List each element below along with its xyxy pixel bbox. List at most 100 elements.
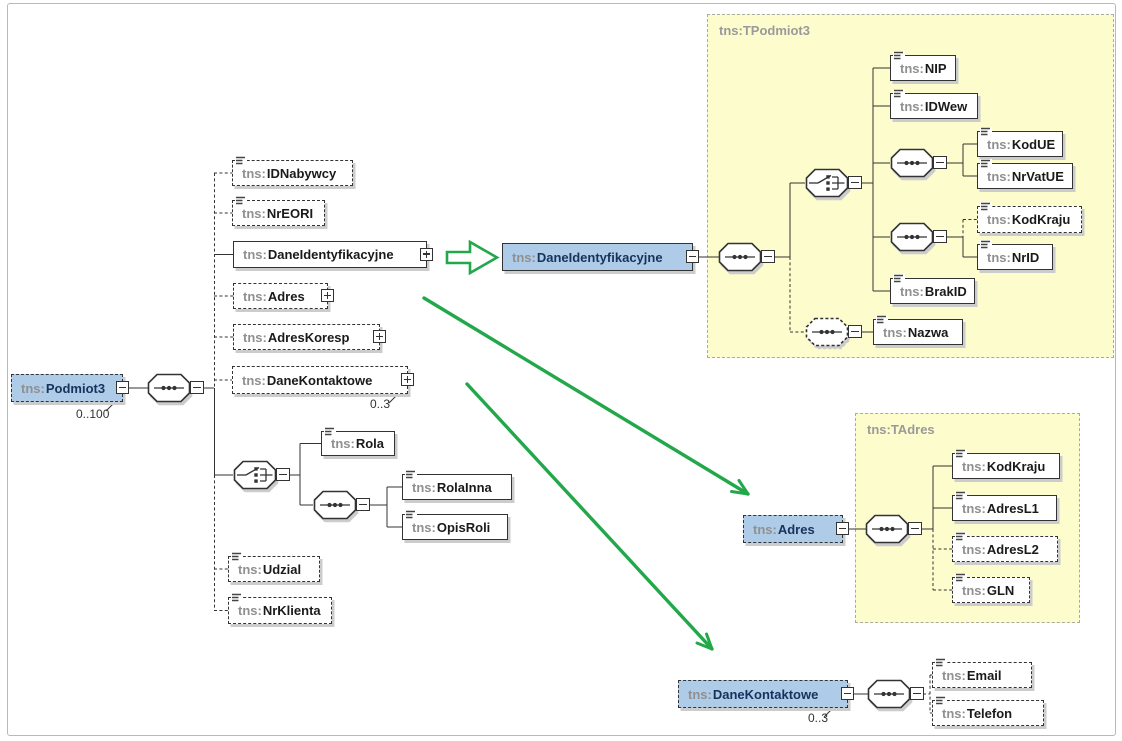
element-name: DaneIdentyfikacyjne — [267, 247, 394, 262]
expand-button[interactable] — [373, 330, 386, 343]
element-idnabywcy[interactable]: tns:IDNabywcy — [232, 160, 353, 186]
element-nrvatue[interactable]: tns:NrVatUE — [977, 163, 1073, 189]
element-prefix: tns: — [900, 60, 924, 76]
element-name: KodUE — [1011, 136, 1056, 152]
sequence-group — [867, 679, 924, 709]
element-name: Rola — [355, 436, 385, 451]
text-content-icon — [980, 127, 992, 137]
cardinality-label: 0..3 — [808, 711, 829, 725]
element-prefix: tns: — [900, 283, 924, 299]
collapse-button[interactable] — [933, 156, 947, 169]
element-adres-right[interactable]: tns:Adres — [743, 515, 849, 543]
element-danekontaktowe-right[interactable]: tns:DaneKontaktowe — [678, 680, 854, 708]
choice-icon[interactable] — [805, 168, 849, 198]
collapse-button[interactable] — [356, 498, 370, 511]
element-prefix: tns: — [942, 705, 966, 721]
element-brakid[interactable]: tns:BrakID — [890, 278, 975, 304]
element-prefix: tns: — [962, 458, 986, 474]
sequence-icon[interactable] — [313, 490, 357, 520]
choice-group — [805, 168, 862, 198]
element-prefix: tns: — [412, 479, 436, 495]
element-adresl2[interactable]: tns:AdresL2 — [952, 536, 1058, 562]
collapse-button[interactable] — [761, 250, 775, 263]
collapse-button[interactable] — [848, 325, 862, 338]
element-prefix: tns: — [900, 98, 924, 114]
element-nazwa[interactable]: tns:Nazwa — [873, 319, 963, 345]
element-nreori[interactable]: tns:NrEORI — [232, 200, 325, 226]
element-idwew[interactable]: tns:IDWew — [890, 93, 978, 119]
text-content-icon — [955, 491, 967, 501]
collapse-button[interactable] — [848, 176, 862, 189]
element-gln[interactable]: tns:GLN — [952, 577, 1030, 603]
collapse-button[interactable] — [910, 687, 924, 700]
collapse-button[interactable] — [836, 522, 849, 535]
sequence-icon[interactable] — [805, 317, 849, 347]
element-kodkraju-id[interactable]: tns:KodKraju — [977, 206, 1082, 233]
element-nip[interactable]: tns:NIP — [890, 55, 956, 81]
element-daneidentyfikacyjne-left[interactable]: tns:DaneIdentyfikacyjne — [233, 241, 433, 268]
element-rola[interactable]: tns:Rola — [321, 431, 395, 456]
element-udzial[interactable]: tns:Udzial — [228, 556, 320, 582]
element-kodkraju-adres[interactable]: tns:KodKraju — [952, 453, 1060, 479]
text-content-icon — [876, 315, 888, 325]
collapse-button[interactable] — [933, 230, 947, 243]
element-email[interactable]: tns:Email — [932, 662, 1032, 688]
element-name: DaneKontaktowe — [712, 686, 819, 702]
element-name: NrVatUE — [1011, 168, 1064, 184]
element-kodue[interactable]: tns:KodUE — [977, 131, 1063, 157]
collapse-button[interactable] — [908, 522, 922, 535]
element-prefix: tns: — [883, 324, 907, 340]
collapse-button[interactable] — [276, 468, 290, 481]
element-prefix: tns: — [987, 168, 1011, 184]
element-nrid[interactable]: tns:NrID — [977, 244, 1053, 270]
element-name: DaneIdentyfikacyjne — [536, 249, 663, 265]
collapse-button[interactable] — [116, 381, 129, 394]
sequence-icon[interactable] — [890, 148, 934, 178]
element-prefix: tns: — [238, 603, 262, 618]
element-prefix: tns: — [962, 500, 986, 516]
element-name: GLN — [986, 582, 1015, 598]
element-opisroli[interactable]: tns:OpisRoli — [402, 514, 508, 540]
element-prefix: tns: — [238, 561, 262, 577]
element-adreskoresp[interactable]: tns:AdresKoresp — [233, 324, 386, 350]
element-telefon[interactable]: tns:Telefon — [932, 700, 1044, 726]
sequence-group — [890, 148, 947, 178]
collapse-button[interactable] — [841, 687, 854, 700]
element-name: BrakID — [924, 283, 967, 299]
sequence-group-optional — [805, 317, 862, 347]
element-prefix: tns: — [243, 247, 267, 262]
expand-button[interactable] — [321, 289, 334, 302]
element-prefix: tns: — [962, 582, 986, 598]
element-danekontaktowe-left[interactable]: tns:DaneKontaktowe — [232, 366, 414, 394]
element-name: RolaInna — [436, 479, 492, 495]
choice-icon[interactable] — [233, 460, 277, 490]
sequence-icon[interactable] — [718, 242, 762, 272]
collapse-button[interactable] — [190, 381, 204, 394]
element-name: IDNabywcy — [266, 165, 337, 181]
element-podmiot3[interactable]: tns:Podmiot3 — [11, 374, 129, 402]
element-rolainna[interactable]: tns:RolaInna — [402, 474, 512, 500]
expand-button[interactable] — [420, 247, 433, 261]
sequence-icon[interactable] — [890, 222, 934, 252]
sequence-icon[interactable] — [865, 514, 909, 544]
element-name: NrID — [1011, 249, 1040, 265]
element-prefix: tns: — [412, 519, 436, 535]
collapse-button[interactable] — [686, 250, 699, 263]
text-content-icon — [405, 510, 417, 520]
element-name: NrEORI — [266, 205, 314, 221]
type-container-label-tadres: tns:TAdres — [867, 422, 935, 437]
element-prefix: tns: — [962, 541, 986, 557]
sequence-icon[interactable] — [147, 373, 191, 403]
element-name: Udzial — [262, 561, 302, 577]
text-content-icon — [893, 274, 905, 284]
element-name: Adres — [267, 288, 305, 304]
expand-button[interactable] — [401, 373, 414, 386]
text-content-icon — [980, 159, 992, 169]
element-adresl1[interactable]: tns:AdresL1 — [952, 495, 1057, 521]
element-nrklienta[interactable]: tns:NrKlienta — [228, 597, 332, 624]
element-adres-left[interactable]: tns:Adres — [233, 283, 334, 309]
cardinality-label: 0..100 — [76, 407, 110, 421]
element-daneidentyfikacyjne-right[interactable]: tns:DaneIdentyfikacyjne — [502, 243, 699, 271]
sequence-icon[interactable] — [867, 679, 911, 709]
